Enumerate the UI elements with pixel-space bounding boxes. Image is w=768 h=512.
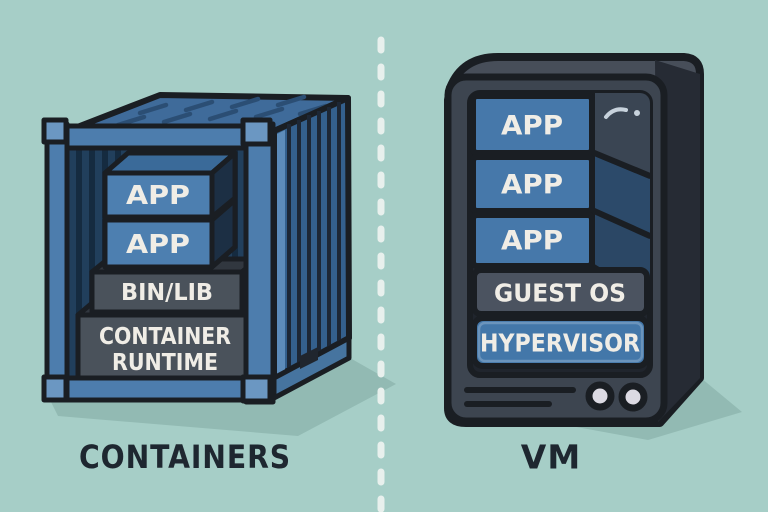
app-box-1: APP bbox=[102, 150, 238, 220]
runtime-box-front bbox=[75, 312, 253, 381]
reset-button-icon bbox=[618, 382, 648, 412]
gloss-mark-icon bbox=[604, 107, 640, 119]
corner-fitting-top-right bbox=[240, 117, 273, 147]
vm-app-slot-1-label: APP bbox=[501, 111, 563, 142]
container-runtime-box: CONTAINER RUNTIME bbox=[75, 301, 266, 381]
hypervisor-label: HYPERVISOR bbox=[480, 329, 640, 358]
hypervisor-slot: HYPERVISOR bbox=[471, 315, 650, 369]
vm-server-tower: APP APP APP GUEST OS HYPERVISOR bbox=[444, 53, 704, 427]
runtime-label-line1: CONTAINER bbox=[99, 324, 231, 350]
binlib-label: BIN/LIB bbox=[121, 280, 213, 306]
tower-bezel bbox=[464, 381, 648, 412]
hypervisor-bevel bbox=[477, 321, 644, 363]
container-ground-shadow bbox=[50, 358, 396, 436]
side-edge-highlight bbox=[277, 130, 285, 390]
lid-ridges bbox=[115, 94, 329, 128]
frame-right-post bbox=[243, 121, 276, 405]
containers-caption: CONTAINERS bbox=[79, 438, 291, 476]
vm-caption: VM bbox=[521, 438, 581, 477]
guest-os-face bbox=[471, 267, 650, 317]
container-frame bbox=[41, 117, 276, 405]
app-box-1-label: APP bbox=[126, 181, 190, 211]
vm-app-slot-2-face bbox=[470, 154, 595, 214]
side-corrugation-lines bbox=[287, 102, 341, 370]
guest-os-label: GUEST OS bbox=[494, 279, 626, 308]
app-box-2-label: APP bbox=[126, 230, 190, 260]
app-box-2: APP bbox=[102, 197, 238, 270]
vm-app-slot-2: APP bbox=[470, 154, 595, 214]
corner-fitting-top-left bbox=[41, 117, 69, 145]
vm-app-slot-3-face bbox=[470, 212, 595, 269]
hypervisor-face bbox=[471, 315, 650, 369]
frame-bottom-rail bbox=[44, 375, 276, 403]
guest-os-slot: GUEST OS bbox=[471, 267, 650, 317]
app-box-1-front bbox=[102, 170, 215, 220]
vm-app-slot-3-label: APP bbox=[501, 226, 563, 257]
shipping-container: CONTAINER RUNTIME BIN/LIB APP APP bbox=[41, 92, 352, 405]
vm-app-slot-1: APP bbox=[470, 93, 595, 156]
runtime-label-line2: RUNTIME bbox=[112, 350, 218, 376]
vm-app-slot-3: APP bbox=[470, 212, 595, 269]
binlib-box-front bbox=[89, 269, 245, 315]
frame-left-post bbox=[44, 121, 70, 403]
vm-app-slot-2-label: APP bbox=[501, 170, 563, 201]
corner-fitting-bottom-right bbox=[240, 374, 273, 404]
corner-fitting-bottom-left bbox=[41, 374, 69, 403]
app-box-2-front bbox=[102, 217, 215, 270]
vm-app-slot-1-face bbox=[470, 93, 595, 156]
side-fork-pocket bbox=[300, 347, 318, 369]
frame-top-rail bbox=[60, 123, 251, 151]
power-button-icon bbox=[585, 381, 615, 411]
container-right-side bbox=[271, 95, 352, 401]
